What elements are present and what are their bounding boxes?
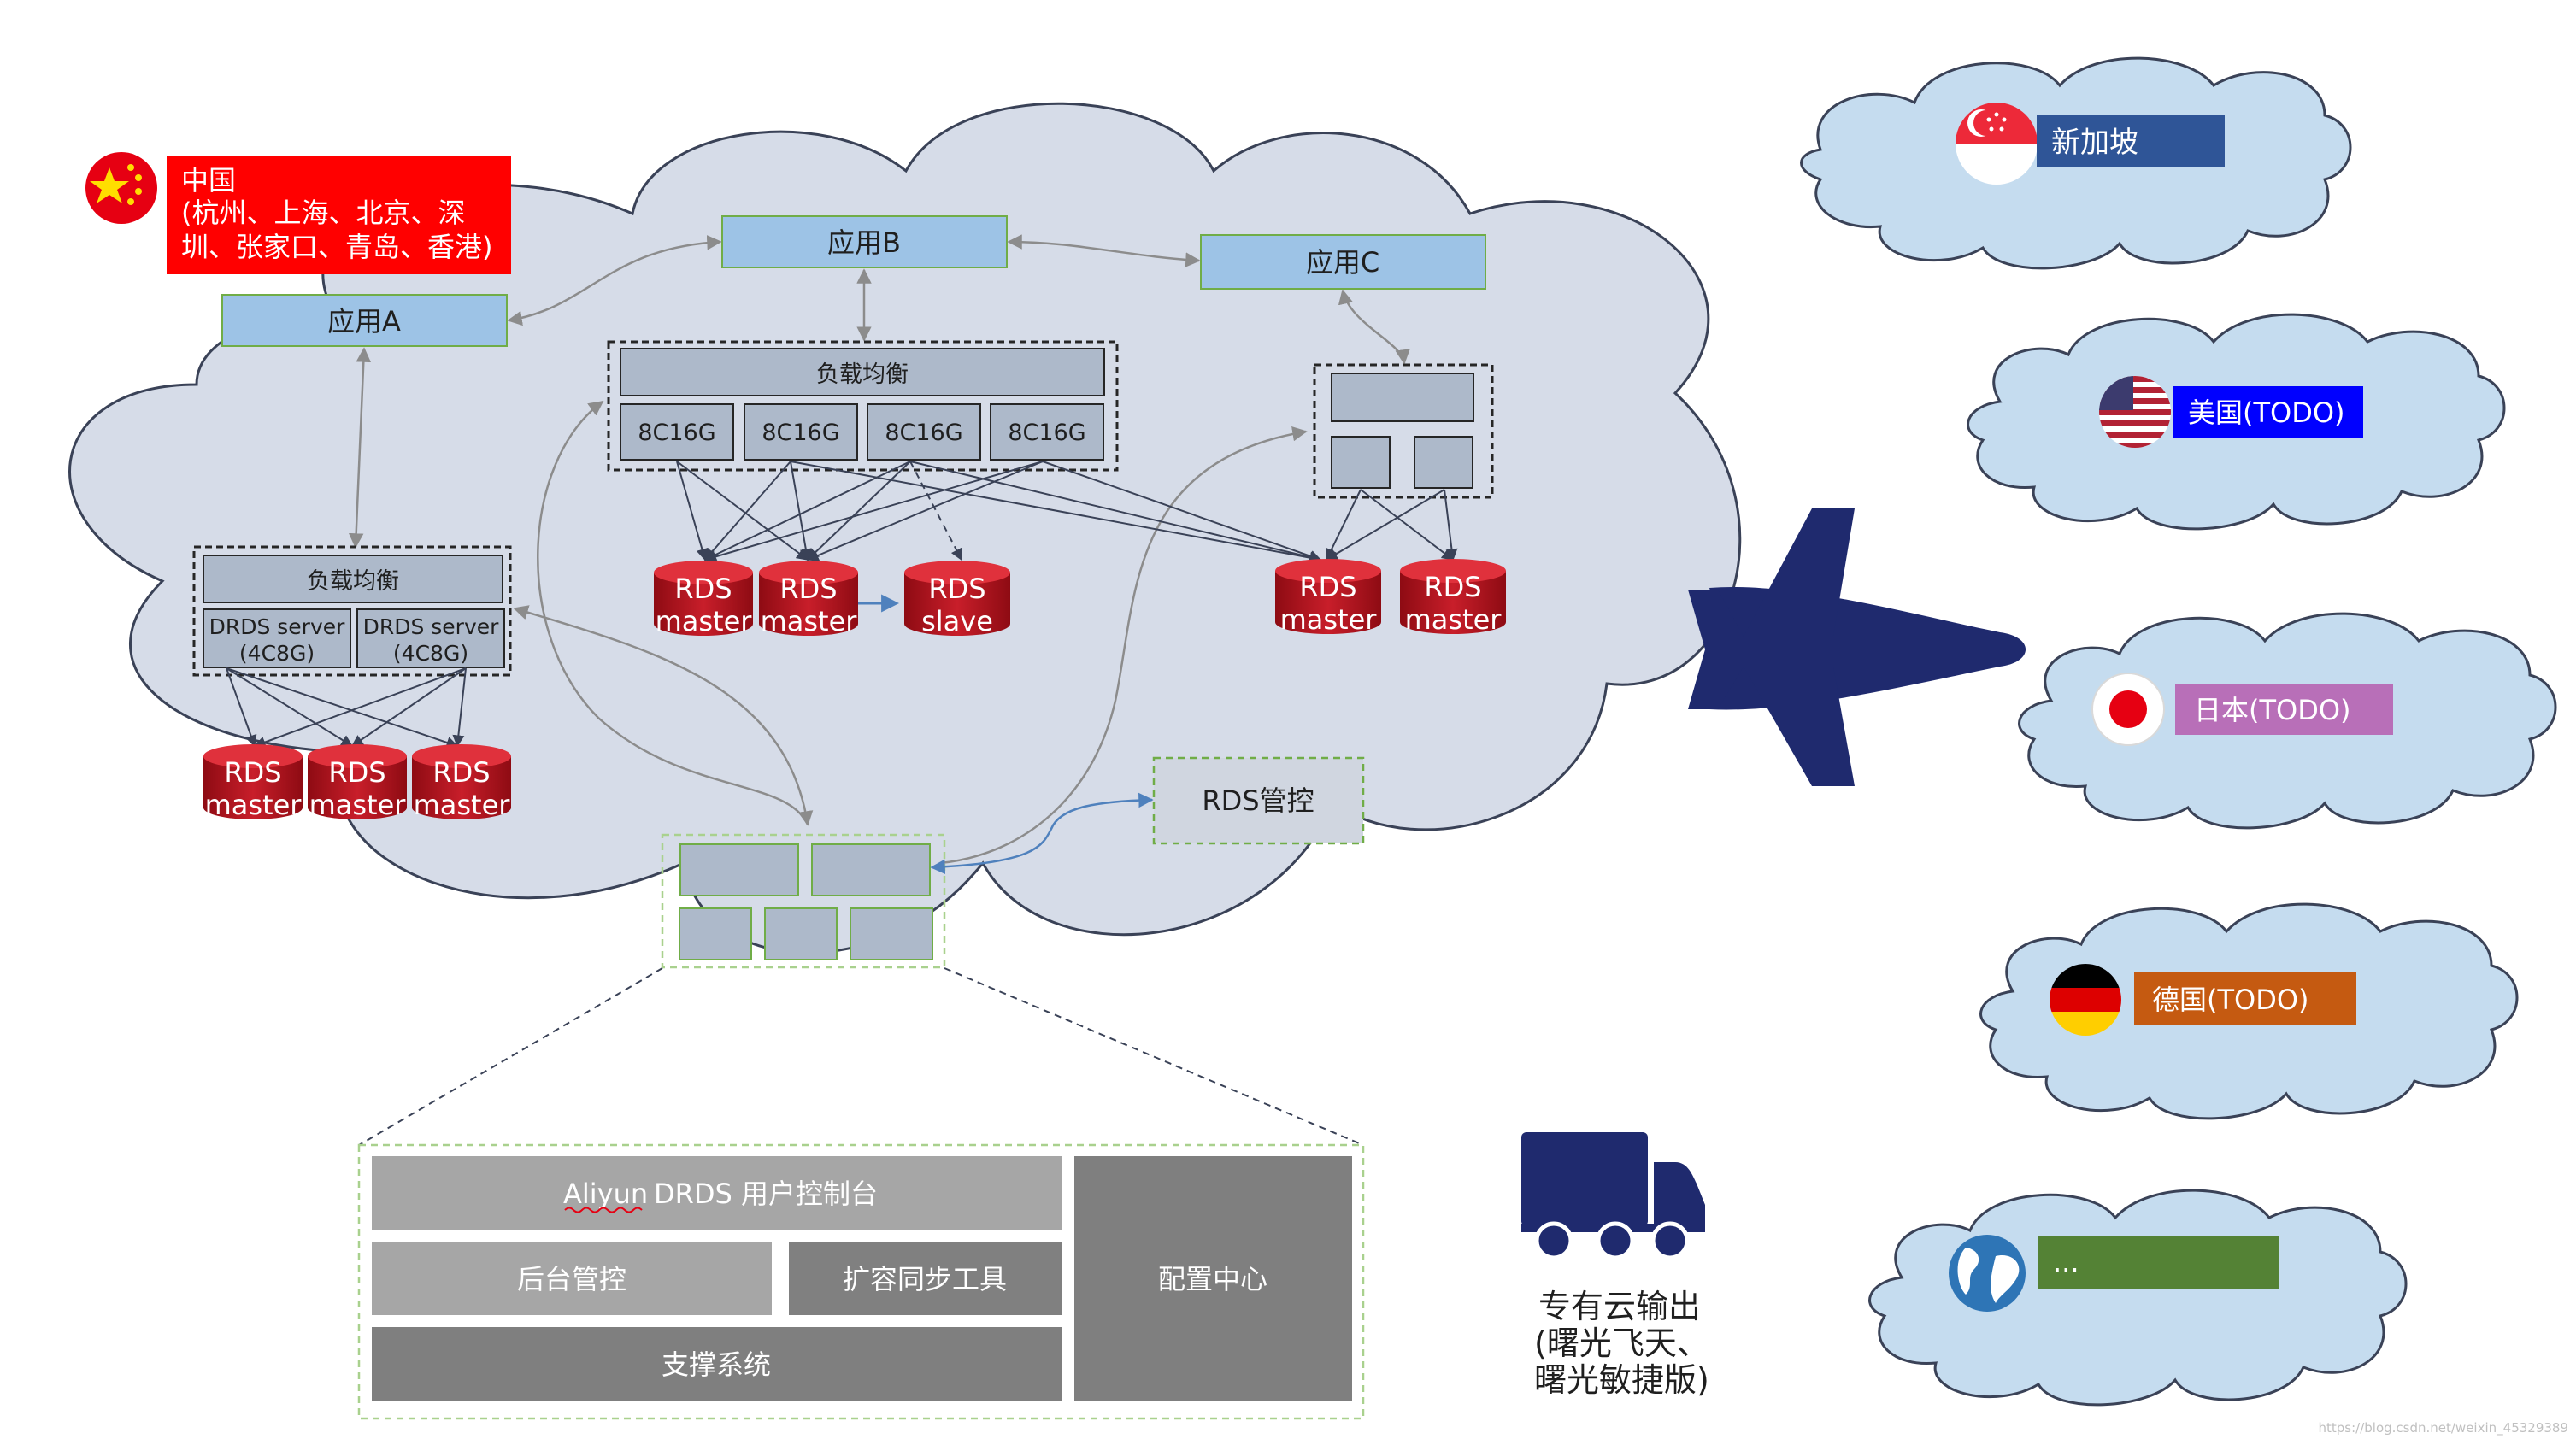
usa-label-box [2173,386,2363,438]
rds-c1-role: master [1280,603,1378,636]
region-cloud-singapore: 新加坡 [1800,56,2352,270]
rds-b2-name: RDS [779,573,837,605]
node-b3-spec: 8C16G [885,420,962,446]
rds-a2: RDS master [308,744,407,821]
rds-a2-role: master [309,789,407,821]
china-region: 中国 (杭州、上海、北京、深 圳、张家口、青岛、香港) [85,152,511,274]
china-title: 中国 [181,164,236,197]
rds-b2-role: master [761,605,858,637]
china-cities-line2: 圳、张家口、青岛、香港) [181,231,493,263]
usa-flag-icon [2099,376,2171,448]
rds-a1: RDS master [203,744,303,821]
drds-server-2-line2: (4C8G) [393,641,468,666]
airplane-icon [1688,508,2026,786]
drds-server-2-line1: DRDS server [363,614,500,639]
germany-label-box [2134,972,2356,1025]
drds-server-1-line2: (4C8G) [239,641,315,666]
singapore-label: 新加坡 [2051,126,2138,160]
germany-label: 德国(TODO) [2152,984,2309,1016]
rds-control: RDS管控 [1152,756,1365,845]
rds-b1-name: RDS [674,573,732,605]
china-flag-icon [85,152,157,224]
rds-control-label: RDS管控 [1202,784,1314,817]
rds-c2-name: RDS [1424,571,1481,603]
console-user-console: DRDS 用户控制台 [654,1178,878,1210]
app-a-label: 应用A [327,305,401,338]
singapore-label-box [2037,115,2225,167]
rds-c2: RDS master [1400,559,1506,636]
germany-flag-icon [2050,964,2121,1036]
app-a: 应用A [221,294,508,347]
rds-a3-name: RDS [432,756,490,789]
china-label-box [167,156,511,274]
zoom-guides [358,967,1364,1146]
region-cloud-other: ... [1868,1189,2408,1407]
app-b: 应用B [721,215,1008,268]
app-c: 应用C [1200,234,1486,290]
console-config-center: 配置中心 [1158,1263,1267,1295]
rds-control-link [930,792,1154,875]
drds-cluster-c [1313,363,1494,499]
japan-flag-icon [2091,673,2165,746]
drds-cluster-a: 负载均衡 DRDS server (4C8G) DRDS server (4C8… [192,545,512,677]
console-support-system: 支撑系统 [662,1348,771,1381]
node-b2-spec: 8C16G [762,420,839,446]
usa-label: 美国(TODO) [2188,396,2345,429]
globe-icon [1949,1235,2026,1312]
rds-a3: RDS master [412,744,511,821]
node-b1-spec: 8C16G [638,420,715,446]
rds-b-slave-name: RDS [928,573,985,605]
management-cluster [661,833,946,969]
rds-b1: RDS master [654,561,753,637]
private-cloud-line2: (曙光飞天、 [1534,1324,1709,1362]
private-cloud-line1: 专有云输出 [1538,1288,1701,1325]
drds-cluster-b: 负载均衡 8C16G 8C16G 8C16G 8C16G [607,340,1119,472]
rds-b-slave: RDS slave [904,561,1010,637]
private-cloud-line3: 曙光敏捷版) [1534,1361,1709,1399]
console-backend: 后台管控 [517,1263,626,1295]
rds-b1-role: master [656,605,753,637]
other-region-label-box [2038,1236,2279,1289]
rds-a3-role: master [414,789,511,821]
rds-c2-role: master [1405,603,1503,636]
cluster-c-links [1325,489,1458,561]
drds-server-1-line1: DRDS server [209,614,346,639]
region-cloud-usa: 美国(TODO) [1967,313,2506,531]
china-cities-line1: (杭州、上海、北京、深 [181,197,466,229]
japan-label: 日本(TODO) [2194,694,2351,726]
watermark: https://blog.csdn.net/weixin_45329389 [2318,1420,2568,1436]
truck-icon [1521,1132,1705,1260]
lb-a-label: 负载均衡 [307,568,399,595]
app-b-label: 应用B [827,226,901,259]
rds-b2: RDS master [759,561,858,637]
console-aliyun: Aliyun [563,1178,648,1210]
region-cloud-japan: 日本(TODO) [2018,612,2557,830]
rds-a2-name: RDS [328,756,385,789]
rds-a1-name: RDS [224,756,281,789]
region-cloud-germany: 德国(TODO) [1979,902,2519,1120]
node-b4-spec: 8C16G [1008,420,1085,446]
rds-c1-name: RDS [1299,571,1356,603]
cluster-b-links [676,461,1322,613]
rds-a1-role: master [205,789,303,821]
app-c-label: 应用C [1306,246,1379,279]
rds-c1: RDS master [1275,559,1381,636]
other-region-label: ... [2053,1246,2079,1278]
console-scaling-tool: 扩容同步工具 [843,1263,1007,1295]
lb-b-label: 负载均衡 [816,361,909,388]
cluster-a-links [226,667,467,749]
rds-b-slave-role: slave [921,605,993,637]
japan-label-box [2175,684,2393,735]
singapore-flag-icon [1956,103,2038,185]
console-panel: Aliyun DRDS 用户控制台 后台管控 扩容同步工具 支撑系统 配置中心 [357,1143,1365,1420]
